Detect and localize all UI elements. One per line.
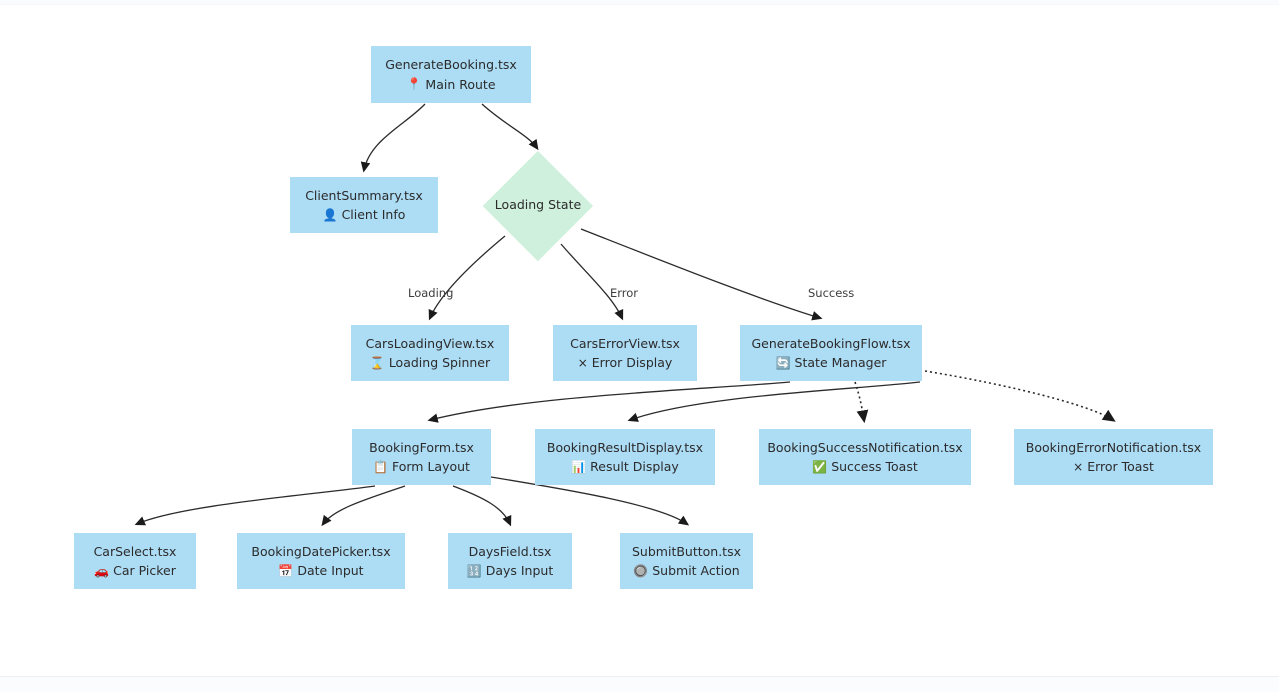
- bar-chart-icon: 📊: [571, 459, 587, 474]
- node-car-select[interactable]: CarSelect.tsx 🚗Car Picker: [74, 533, 196, 589]
- edge-e7: [627, 381, 921, 422]
- node-subtitle: ×Error Toast: [1073, 457, 1154, 476]
- node-subtitle: 📋Form Layout: [373, 457, 470, 476]
- edge-label-e4: Error: [610, 286, 639, 300]
- pin-icon: 📍: [406, 77, 422, 92]
- edge-e1: [360, 103, 426, 173]
- node-subtitle: ×Error Display: [578, 353, 673, 372]
- hourglass-icon: ⌛: [369, 355, 385, 370]
- node-title: DaysField.tsx: [468, 543, 552, 559]
- node-subtitle: 📍Main Route: [406, 75, 495, 94]
- node-subtitle: ✅Success Toast: [812, 457, 917, 476]
- node-title: BookingForm.tsx: [369, 439, 474, 455]
- radio-button-icon: 🔘: [633, 563, 649, 578]
- node-submit-button[interactable]: SubmitButton.tsx 🔘Submit Action: [620, 533, 753, 589]
- node-title: BookingSuccessNotification.tsx: [767, 439, 963, 455]
- edge-e10: [134, 485, 376, 526]
- edge-e8: [854, 381, 869, 424]
- node-title: CarSelect.tsx: [93, 543, 177, 559]
- top-divider: [0, 0, 1279, 5]
- node-subtitle-text: Form Layout: [391, 459, 470, 474]
- node-title: GenerateBookingFlow.tsx: [751, 335, 911, 351]
- refresh-icon: 🔄: [775, 355, 791, 370]
- node-subtitle: 🔄State Manager: [776, 353, 887, 372]
- node-subtitle-text: Result Display: [590, 459, 679, 474]
- node-booking-result-display[interactable]: BookingResultDisplay.tsx 📊Result Display: [535, 429, 715, 485]
- edge-e11: [321, 485, 406, 527]
- node-booking-date-picker[interactable]: BookingDatePicker.tsx 📅Date Input: [237, 533, 405, 589]
- node-title: CarsLoadingView.tsx: [365, 335, 495, 351]
- node-booking-form[interactable]: BookingForm.tsx 📋Form Layout: [352, 429, 491, 485]
- node-subtitle-text: Error Display: [591, 355, 673, 370]
- node-subtitle-text: Date Input: [297, 563, 364, 578]
- node-title: BookingResultDisplay.tsx: [546, 439, 704, 455]
- node-subtitle: 📊Result Display: [571, 457, 679, 476]
- edge-e12: [452, 485, 512, 527]
- node-subtitle-text: Success Toast: [831, 459, 918, 474]
- edge-e5: [580, 228, 823, 321]
- clipboard-icon: 📋: [373, 459, 388, 474]
- node-subtitle: 🔘Submit Action: [633, 561, 739, 580]
- node-days-field[interactable]: DaysField.tsx 🔢Days Input: [448, 533, 572, 589]
- node-cars-error-view[interactable]: CarsErrorView.tsx ×Error Display: [553, 325, 697, 381]
- node-subtitle-text: Days Input: [485, 563, 554, 578]
- edge-e4: [560, 243, 624, 321]
- cross-icon: ×: [577, 355, 588, 370]
- node-subtitle: 🚗Car Picker: [94, 561, 176, 580]
- node-generate-booking[interactable]: GenerateBooking.tsx 📍Main Route: [371, 46, 531, 103]
- edge-label-e5: Success: [808, 286, 855, 300]
- node-title: BookingErrorNotification.tsx: [1025, 439, 1202, 455]
- node-generate-booking-flow[interactable]: GenerateBookingFlow.tsx 🔄State Manager: [740, 325, 922, 381]
- edge-e2: [481, 103, 539, 151]
- node-subtitle: 👤Client Info: [323, 205, 406, 224]
- node-title: CarsErrorView.tsx: [570, 335, 680, 351]
- edge-e3: [428, 235, 506, 321]
- node-booking-success-notification[interactable]: BookingSuccessNotification.tsx ✅Success T…: [759, 429, 971, 485]
- decision-node-label: Loading State: [494, 197, 582, 212]
- node-subtitle: 🔢Days Input: [467, 561, 554, 580]
- node-title: GenerateBooking.tsx: [385, 57, 517, 73]
- node-client-summary[interactable]: ClientSummary.tsx 👤Client Info: [290, 177, 438, 233]
- node-subtitle-text: Submit Action: [652, 563, 740, 578]
- edge-label-e3: Loading: [408, 286, 454, 300]
- node-cars-loading-view[interactable]: CarsLoadingView.tsx ⌛Loading Spinner: [351, 325, 509, 381]
- edge-e6: [427, 381, 791, 423]
- node-subtitle-text: Error Toast: [1087, 459, 1154, 474]
- node-subtitle-text: Client Info: [341, 207, 406, 222]
- node-subtitle: ⌛Loading Spinner: [370, 353, 490, 372]
- person-icon: 👤: [322, 207, 338, 222]
- node-title: BookingDatePicker.tsx: [251, 543, 391, 559]
- numbers-icon: 🔢: [466, 563, 482, 578]
- car-icon: 🚗: [94, 563, 110, 578]
- node-title: SubmitButton.tsx: [632, 543, 741, 559]
- node-subtitle-text: Car Picker: [113, 563, 176, 578]
- bottom-divider: [0, 676, 1279, 692]
- calendar-icon: 📅: [278, 563, 294, 578]
- node-title: ClientSummary.tsx: [305, 187, 423, 203]
- node-booking-error-notification[interactable]: BookingErrorNotification.tsx ×Error Toast: [1014, 429, 1213, 485]
- check-mark-icon: ✅: [812, 459, 828, 474]
- node-subtitle: 📅Date Input: [278, 561, 363, 580]
- node-subtitle-text: Loading Spinner: [388, 355, 491, 370]
- edge-e9: [924, 370, 1116, 422]
- cross-icon: ×: [1073, 459, 1084, 474]
- node-subtitle-text: State Manager: [794, 355, 887, 370]
- node-subtitle-text: Main Route: [425, 76, 496, 92]
